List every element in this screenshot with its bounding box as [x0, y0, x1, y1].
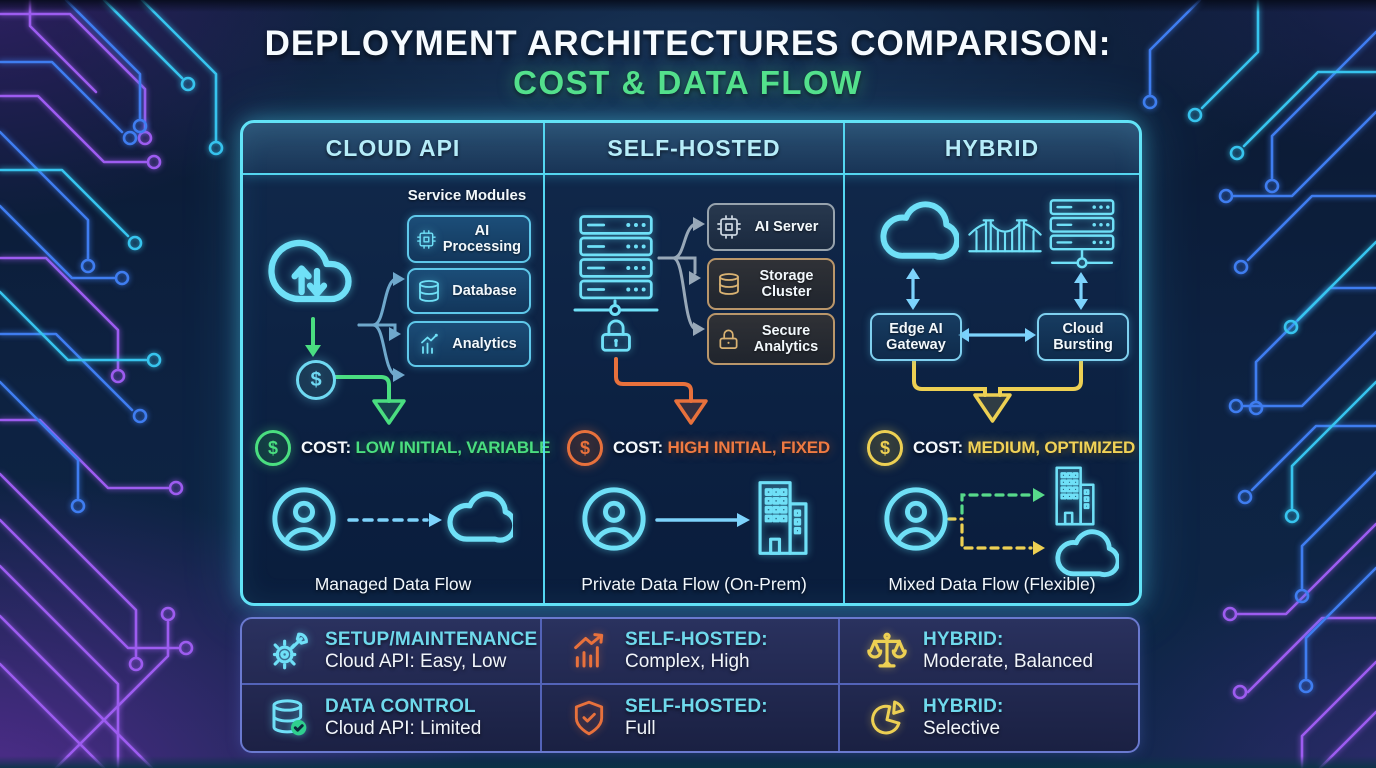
cost-label: COST:	[613, 438, 664, 457]
cost-row-self-hosted: $ COST: HIGH INITIAL, FIXED	[567, 430, 830, 466]
module-label: Secure Analytics	[753, 322, 819, 355]
cost-label: COST:	[301, 438, 352, 457]
cost-dollar-icon: $	[567, 430, 603, 466]
lock-icon	[719, 329, 738, 349]
cost-row-hybrid: $ COST: MEDIUM, OPTIMIZED	[867, 430, 1135, 466]
column-cloud-api: Service Modules AI Processing	[243, 173, 550, 603]
balance-scale-icon	[867, 632, 907, 668]
database-icon	[719, 273, 739, 295]
panel-header-row: CLOUD API SELF-HOSTED HYBRID	[243, 123, 1139, 175]
service-modules-label: Service Modules	[407, 187, 527, 204]
column-header-self-hosted: SELF-HOSTED	[543, 123, 845, 173]
column-self-hosted: AI Server Storage Cluster Secure Analyti…	[543, 173, 845, 603]
cloud-icon	[880, 201, 959, 260]
summary-value: Complex, High	[625, 651, 750, 672]
user-icon	[272, 487, 336, 551]
module-label: AI Server	[754, 218, 819, 235]
summary-title: HYBRID:	[923, 629, 1004, 650]
summary-value: Cloud API: Limited	[325, 718, 482, 739]
summary-value: Full	[625, 718, 656, 739]
summary-cell-selfhosted-setup: SELF-HOSTED: Complex, High	[542, 619, 840, 685]
module-label: AI Processing	[442, 222, 521, 255]
data-flow-caption: Managed Data Flow	[314, 574, 472, 594]
module-label: Storage Cluster	[759, 267, 814, 300]
gear-wrench-icon	[272, 632, 308, 670]
column-header-cloud-api: CLOUD API	[325, 134, 461, 161]
analytics-icon	[421, 333, 438, 354]
module-storage-cluster: Storage Cluster	[707, 258, 835, 310]
user-icon	[582, 487, 646, 551]
summary-cell-hybrid-control: HYBRID: Selective	[840, 685, 1138, 751]
building-icon	[758, 481, 808, 555]
top-edge-shade	[0, 0, 1376, 12]
node-label: Edge AI Gateway	[886, 320, 946, 353]
summary-value: Moderate, Balanced	[923, 651, 1094, 672]
column-hybrid: Edge AI Gateway Cloud Bursting $ COST: M…	[845, 173, 1139, 603]
cost-dollar-icon: $	[255, 430, 291, 466]
module-analytics: Analytics	[407, 321, 531, 367]
chip-icon	[717, 215, 741, 239]
summary-cell-selfhosted-control: SELF-HOSTED: Full	[542, 685, 840, 751]
server-rack-icon	[579, 215, 653, 300]
module-database: Database	[407, 268, 531, 314]
building-icon	[1055, 466, 1095, 526]
summary-title: SELF-HOSTED:	[625, 696, 768, 717]
summary-title: SELF-HOSTED:	[625, 629, 768, 650]
summary-cell-data-control: DATA CONTROL Cloud API: Limited	[242, 685, 542, 751]
title-line-2: COST & DATA FLOW	[513, 64, 863, 102]
chart-up-icon	[574, 633, 604, 668]
node-cloud-bursting: Cloud Bursting	[1037, 313, 1129, 361]
title-line-1: DEPLOYMENT ARCHITECTURES COMPARISON:	[264, 24, 1112, 63]
data-flow-caption: Mixed Data Flow (Flexible)	[888, 574, 1096, 594]
chip-icon	[417, 229, 436, 249]
cloud-sync-icon	[268, 239, 352, 303]
cloud-icon	[1055, 529, 1119, 578]
comparison-panel: CLOUD API SELF-HOSTED HYBRID	[240, 120, 1142, 606]
data-flow-caption: Private Data Flow (On-Prem)	[581, 574, 807, 594]
cost-dollar-icon: $	[867, 430, 903, 466]
summary-table: SETUP/MAINTENANCE Cloud API: Easy, Low S…	[240, 617, 1140, 753]
module-ai-processing: AI Processing	[407, 215, 531, 263]
module-label: Database	[452, 282, 517, 299]
cost-label: COST:	[913, 438, 964, 457]
node-label: Cloud Bursting	[1053, 320, 1113, 353]
cost-value: MEDIUM, OPTIMIZED	[967, 438, 1136, 457]
cloud-icon	[447, 491, 513, 543]
summary-value: Selective	[923, 718, 1001, 739]
server-stack-icon	[1049, 199, 1115, 269]
module-ai-server: AI Server	[707, 203, 835, 251]
dollar-node-icon: $	[296, 360, 336, 400]
summary-title: DATA CONTROL	[325, 696, 476, 717]
summary-title: SETUP/MAINTENANCE	[325, 629, 538, 650]
summary-cell-hybrid-setup: HYBRID: Moderate, Balanced	[840, 619, 1138, 685]
summary-cell-setup: SETUP/MAINTENANCE Cloud API: Easy, Low	[242, 619, 542, 685]
column-header-hybrid: HYBRID	[944, 134, 1040, 161]
bridge-icon	[968, 219, 1042, 253]
cost-row-cloud-api: $ COST: LOW INITIAL, VARIABLE	[255, 430, 550, 466]
summary-value: Cloud API: Easy, Low	[325, 651, 507, 672]
bottom-edge-shade	[0, 756, 1376, 768]
module-label: Analytics	[452, 335, 517, 352]
pie-chart-icon	[871, 700, 905, 735]
summary-title: HYBRID:	[923, 696, 1004, 717]
database-check-icon	[272, 699, 307, 736]
module-secure-analytics: Secure Analytics	[707, 313, 835, 365]
shield-check-icon	[574, 700, 604, 736]
database-icon	[419, 280, 439, 302]
page-title: DEPLOYMENT ARCHITECTURES COMPARISON: COS…	[0, 24, 1376, 102]
cost-value: HIGH INITIAL, FIXED	[667, 438, 831, 457]
node-edge-ai-gateway: Edge AI Gateway	[870, 313, 962, 361]
lock-icon	[601, 319, 631, 352]
user-icon	[884, 487, 948, 551]
cost-value: LOW INITIAL, VARIABLE	[355, 438, 551, 457]
